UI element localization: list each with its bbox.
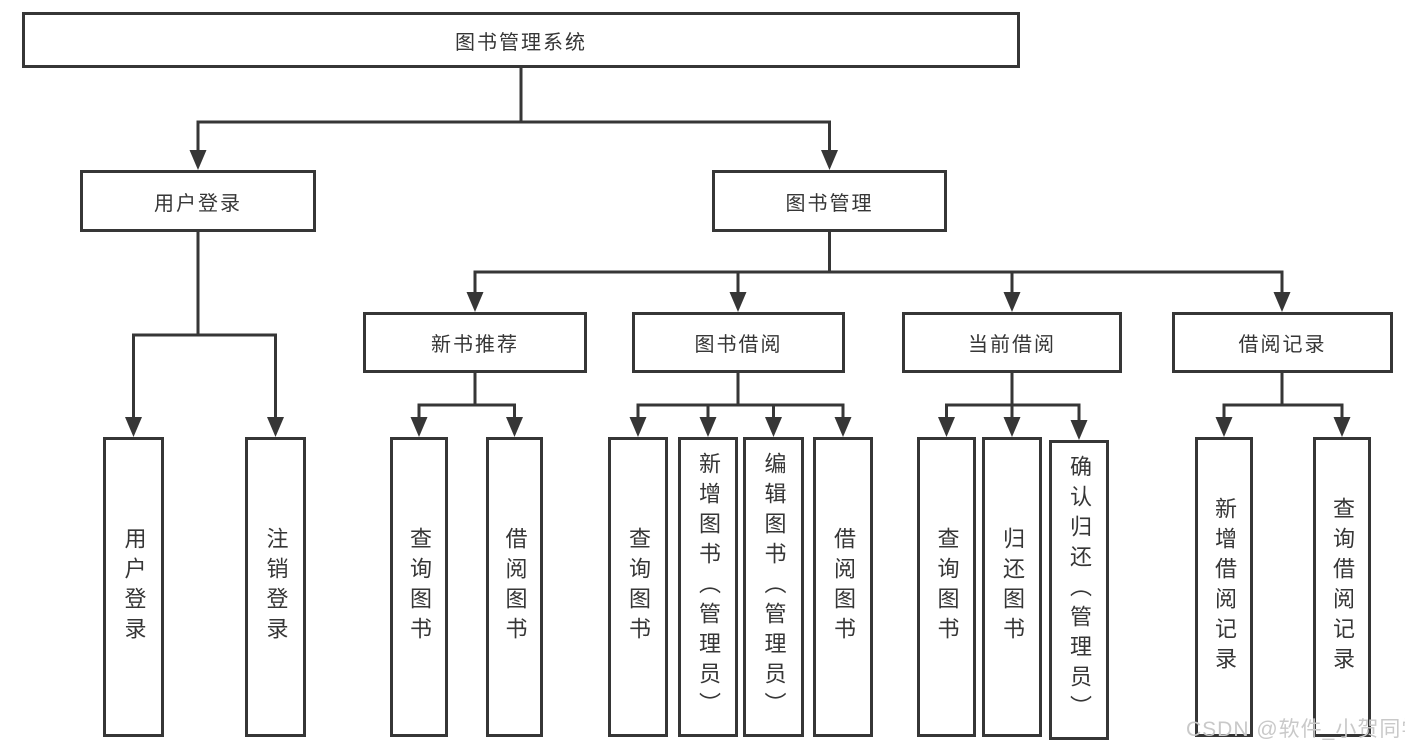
- leaf-borrowing-borrow-books: 借阅图书: [813, 437, 873, 737]
- arrowhead-icon: [466, 292, 484, 312]
- leaf-current-return-books: 归还图书: [982, 437, 1042, 737]
- arrowhead-icon: [1333, 417, 1351, 437]
- arrowhead-icon: [938, 417, 955, 437]
- node-book-management-label: 图书管理: [785, 192, 874, 215]
- node-book-management: 图书管理: [712, 170, 947, 232]
- arrowhead-icon: [506, 417, 523, 437]
- arrowhead-icon: [410, 417, 428, 437]
- arrowhead-icon: [189, 150, 207, 170]
- node-current-borrowing-label: 当前借阅: [968, 334, 1056, 356]
- node-root-label: 图书管理系统: [455, 31, 587, 54]
- leaf-newbook-query-books-label: 查询图书: [407, 527, 432, 647]
- leaf-logout: 注销登录: [245, 437, 306, 737]
- connector-current-borrow-to-leaves: [945, 373, 1081, 422]
- leaf-logout-label: 注销登录: [263, 527, 289, 647]
- connector-book-mgmt-to-level3: [473, 232, 1284, 294]
- arrowhead-icon: [821, 150, 838, 170]
- leaf-newbook-query-books: 查询图书: [390, 437, 448, 737]
- arrowhead-icon: [699, 417, 717, 437]
- node-borrow-records: 借阅记录: [1172, 312, 1393, 373]
- leaf-user-login: 用户登录: [103, 437, 164, 737]
- leaf-newbook-borrow-books-label: 借阅图书: [502, 527, 528, 647]
- connector-borrow-record-to-leaves: [1222, 373, 1344, 419]
- leaf-borrowing-query-books: 查询图书: [608, 437, 668, 737]
- leaf-user-login-label: 用户登录: [121, 527, 147, 647]
- arrowhead-icon: [1003, 292, 1021, 312]
- connector-user-login-to-leaves: [132, 232, 277, 419]
- connector-root-to-level2: [196, 68, 831, 152]
- leaf-borrowing-query-books-label: 查询图书: [626, 527, 651, 647]
- arrowhead-icon: [1003, 417, 1021, 437]
- leaf-current-query-books-label: 查询图书: [934, 527, 960, 647]
- leaf-borrowing-edit-books-admin: 编辑图书（管理员）: [743, 437, 804, 737]
- connector-new-book-to-leaves: [417, 373, 516, 419]
- arrowhead-icon: [1273, 292, 1291, 312]
- leaf-records-query-record: 查询借阅记录: [1313, 437, 1371, 737]
- arrowhead-icon: [125, 417, 142, 437]
- arrowhead-icon: [629, 417, 647, 437]
- leaf-records-add-record: 新增借阅记录: [1195, 437, 1253, 737]
- arrowhead-icon: [729, 292, 747, 312]
- leaf-borrowing-add-books-admin: 新增图书（管理员）: [678, 437, 738, 737]
- node-book-borrowing-label: 图书借阅: [694, 334, 783, 356]
- leaf-current-query-books: 查询图书: [917, 437, 976, 737]
- arrowhead-icon: [834, 417, 852, 437]
- arrowhead-icon: [1215, 417, 1233, 437]
- leaf-current-confirm-return-admin: 确认归还（管理员）: [1049, 440, 1109, 740]
- node-borrow-records-label: 借阅记录: [1238, 334, 1327, 356]
- arrowhead-icon: [1070, 420, 1088, 440]
- connector-book-borrow-to-leaves: [636, 373, 845, 419]
- node-root: 图书管理系统: [22, 12, 1020, 68]
- node-user-login: 用户登录: [80, 170, 316, 232]
- node-current-borrowing: 当前借阅: [902, 312, 1122, 373]
- leaf-current-return-books-label: 归还图书: [1000, 527, 1025, 647]
- leaf-borrowing-borrow-books-label: 借阅图书: [831, 527, 856, 647]
- arrowhead-icon: [765, 417, 782, 437]
- leaf-records-add-record-label: 新增借阅记录: [1212, 497, 1237, 677]
- node-new-book-recommend: 新书推荐: [363, 312, 587, 373]
- leaf-records-query-record-label: 查询借阅记录: [1330, 497, 1355, 677]
- leaf-borrowing-add-books-admin-label: 新增图书（管理员）: [696, 452, 721, 722]
- node-new-book-recommend-label: 新书推荐: [431, 334, 519, 356]
- leaf-borrowing-edit-books-admin-label: 编辑图书（管理员）: [761, 452, 787, 722]
- leaf-current-confirm-return-admin-label: 确认归还（管理员）: [1067, 455, 1092, 725]
- csdn-watermark: CSDN @软件_小贺同学: [1186, 718, 1405, 741]
- leaf-newbook-borrow-books: 借阅图书: [486, 437, 543, 737]
- arrowhead-icon: [267, 417, 284, 437]
- node-book-borrowing: 图书借阅: [632, 312, 845, 373]
- node-user-login-label: 用户登录: [154, 192, 242, 215]
